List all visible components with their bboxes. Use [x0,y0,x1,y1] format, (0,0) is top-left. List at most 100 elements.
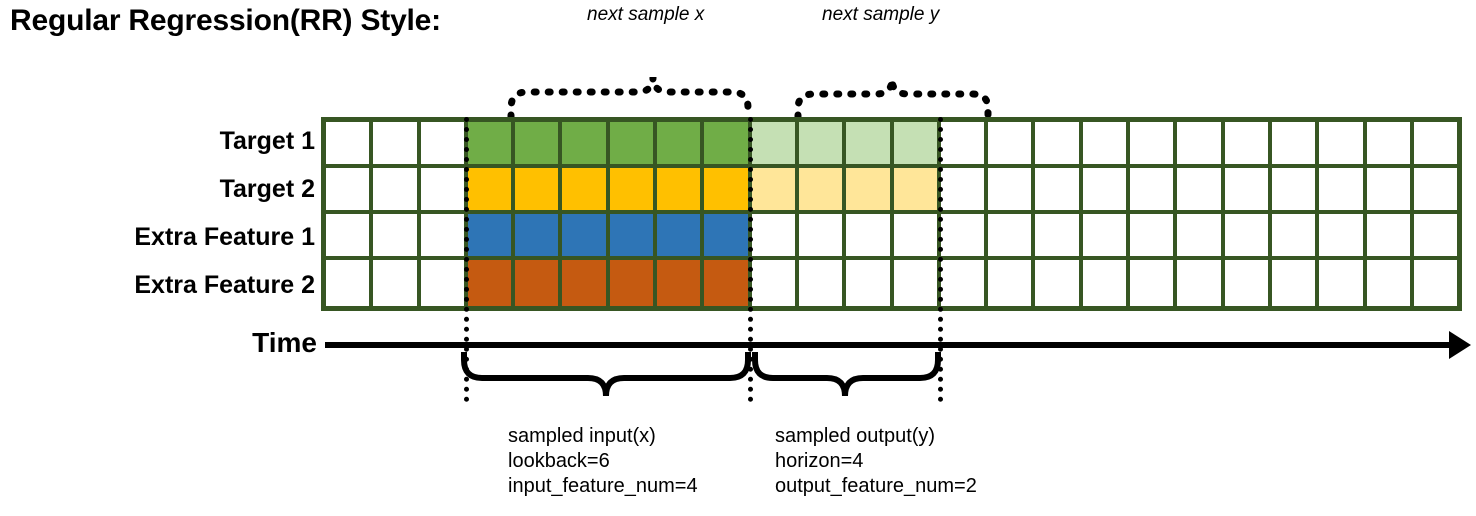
grid-cell-blank [1224,168,1272,214]
grid-cell-blank [1130,260,1178,306]
grid-cell-blank [373,122,421,168]
grid-cell-blank [988,122,1036,168]
grid-cell-blank [846,214,894,260]
grid-cell-input [467,260,516,306]
grid-cell-blank [1035,214,1083,260]
grid-row [326,122,1458,168]
grid-cell-input [467,214,516,260]
grid-cell-blank [988,168,1036,214]
annotation-output-horizon: horizon=4 [775,450,864,472]
grid-cell-blank [1271,168,1320,214]
grid-cell-input [467,122,516,168]
grid-cell-blank [1413,260,1458,306]
guide-line-input-start [464,117,469,402]
grid-cell-input [609,214,658,260]
grid-cell-input [657,168,705,214]
grid-cell-blank [1035,122,1083,168]
grid-cell-blank [420,122,468,168]
grid-cell-blank [1130,168,1178,214]
guide-line-input-end [748,117,753,402]
grid-cell-blank [326,260,374,306]
grid-cell-blank [751,260,799,306]
grid-cell-blank [420,214,468,260]
grid-cell-output [846,122,894,168]
grid-cell-blank [326,168,374,214]
grid-cell-blank [893,260,941,306]
grid-cell-input [704,122,752,168]
grid-cell-input [515,260,563,306]
grid-cell-blank [1082,214,1131,260]
grid-cell-output [798,168,847,214]
grid-cell-blank [988,260,1036,306]
grid-cell-input [562,122,610,168]
grid-row [326,260,1458,306]
row-label-extra-feature-2: Extra Feature 2 [134,271,315,299]
grid-cell-input [657,214,705,260]
grid-cell-blank [1413,214,1458,260]
annotation-input-lookback: lookback=6 [508,450,610,472]
top-dotted-braces [507,76,992,121]
grid-cell-blank [326,214,374,260]
brace-next-sample-x [507,76,752,121]
grid-cell-blank [1319,122,1367,168]
bottom-braces [461,352,941,397]
top-annotation-next-sample-x: next sample x [587,4,705,25]
grid-cell-blank [1413,168,1458,214]
grid-cell-blank [1082,122,1131,168]
grid-cell-blank [940,260,989,306]
axis-label-time: Time [252,327,317,358]
grid-cell-input [609,260,658,306]
grid-cell-input [515,122,563,168]
grid-cell-blank [940,214,989,260]
brace-sampled-output [752,352,941,397]
grid-cell-input [609,122,658,168]
grid-cell-blank [751,214,799,260]
grid-cell-input [657,260,705,306]
grid-cell-blank [846,260,894,306]
grid-cell-input [657,122,705,168]
grid-cell-blank [1224,260,1272,306]
grid-cell-blank [373,168,421,214]
grid-row [326,214,1458,260]
grid-cell-blank [420,260,468,306]
grid-cell-blank [1366,122,1414,168]
grid-cell-blank [1271,122,1320,168]
page-title: Regular Regression(RR) Style: [10,4,441,37]
grid-cell-blank [1319,214,1367,260]
grid-cell-blank [1319,260,1367,306]
grid-cell-blank [1366,168,1414,214]
grid-cell-blank [373,214,421,260]
grid-cell-blank [1271,260,1320,306]
time-axis-line [325,342,1459,348]
annotation-sampled-input: sampled input(x) lookback=6 input_featur… [508,424,698,499]
brace-sampled-input [461,352,751,397]
grid-cell-output [798,122,847,168]
annotation-input-feature-num: input_feature_num=4 [508,475,698,497]
grid-cell-blank [373,260,421,306]
grid-cell-blank [1035,168,1083,214]
grid-cell-blank [798,260,847,306]
grid-cell-output [751,122,799,168]
grid-cell-blank [1177,214,1225,260]
grid-cell-output [751,168,799,214]
grid-cell-input [515,168,563,214]
grid-cell-blank [798,214,847,260]
grid-cell-blank [1366,260,1414,306]
grid-cell-blank [988,214,1036,260]
grid-cell-output [893,168,941,214]
annotation-sampled-output: sampled output(y) horizon=4 output_featu… [775,424,977,499]
grid-cell-blank [1224,122,1272,168]
grid-cell-blank [1319,168,1367,214]
row-label-extra-feature-1: Extra Feature 1 [134,223,315,251]
grid-cell-input [704,260,752,306]
brace-next-sample-y [794,78,992,121]
grid-cell-output [893,122,941,168]
annotation-input-title: sampled input(x) [508,425,656,447]
grid-cell-blank [1035,260,1083,306]
grid-cell-input [562,260,610,306]
grid-cell-blank [326,122,374,168]
grid-cell-blank [1130,214,1178,260]
row-label-target-2: Target 2 [219,175,315,203]
grid-cell-blank [1177,122,1225,168]
